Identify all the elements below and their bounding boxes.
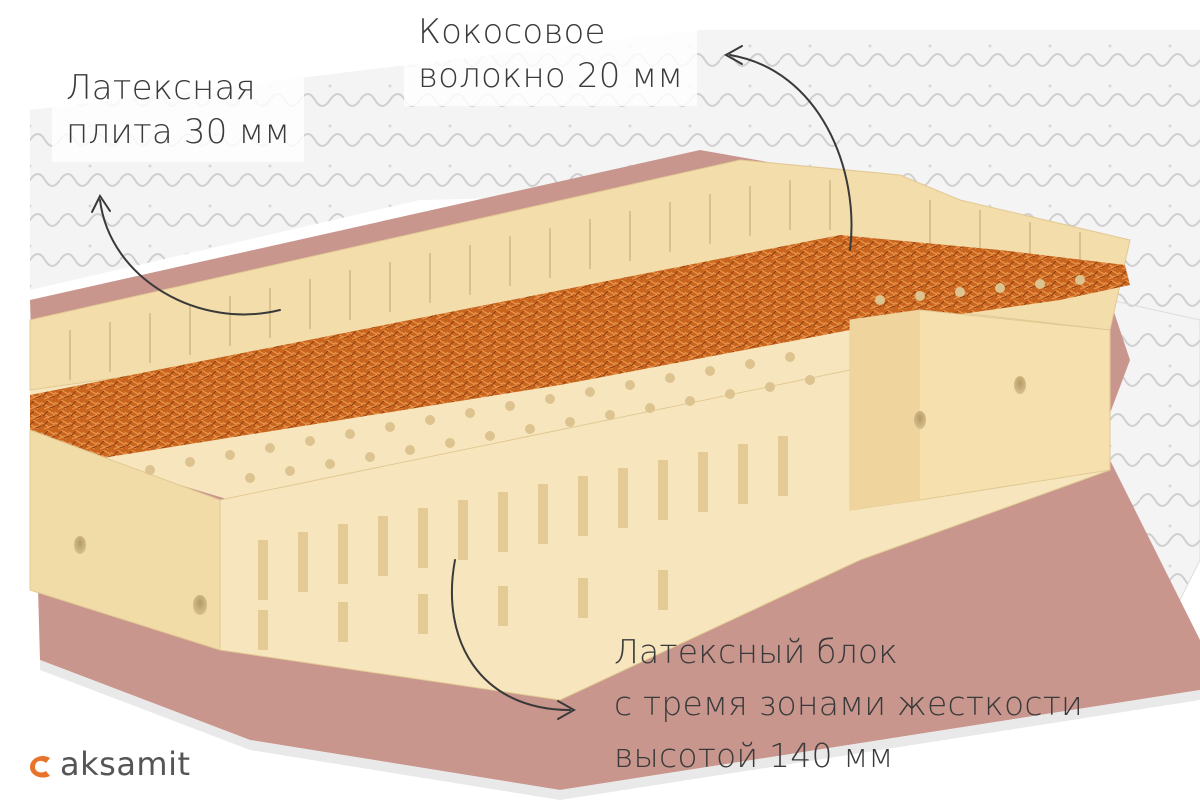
- front-face-slots: [258, 436, 788, 650]
- label-coconut-fiber-line-1: Кокосовое: [418, 12, 606, 52]
- label-latex-plate-line-1: Латексная: [66, 68, 256, 108]
- latex-side-holes: [74, 376, 1026, 615]
- arrow-latex-block: [450, 559, 571, 711]
- arrow-coconut: [729, 54, 853, 251]
- label-latex-plate-line-2: плита 30 мм: [66, 112, 291, 152]
- latex-zone-block-side: [850, 310, 920, 510]
- coconut-fiber-layer: [30, 235, 1130, 460]
- label-latex-block-line-2: с тремя зонами жесткости: [614, 684, 1083, 723]
- base-cover-edge: [40, 660, 1200, 800]
- label-latex-plate: Латексная плита 30 мм: [52, 62, 305, 162]
- arrow-latex-plate: [99, 199, 281, 316]
- label-coconut-fiber-line-2: волокно 20 мм: [418, 56, 684, 96]
- arrow-latex-plate-head: [91, 194, 111, 213]
- annotation-arrows: [91, 45, 853, 720]
- arrow-latex-block-head: [557, 700, 577, 720]
- label-latex-block: Латексный блок с тремя зонами жесткости …: [614, 626, 1083, 782]
- back-wall-slots: [69, 180, 1081, 380]
- brand-logo-icon: [30, 756, 50, 778]
- label-latex-block-line-1: Латексный блок: [614, 632, 899, 671]
- brand-name: aksamit: [60, 745, 191, 783]
- latex-top-holes: [145, 275, 1085, 483]
- brand-logo: aksamit: [26, 742, 191, 786]
- arrow-coconut-head: [723, 45, 743, 65]
- label-latex-block-line-3: высотой 140 мм: [614, 736, 894, 775]
- label-coconut-fiber: Кокосовое волокно 20 мм: [404, 6, 698, 106]
